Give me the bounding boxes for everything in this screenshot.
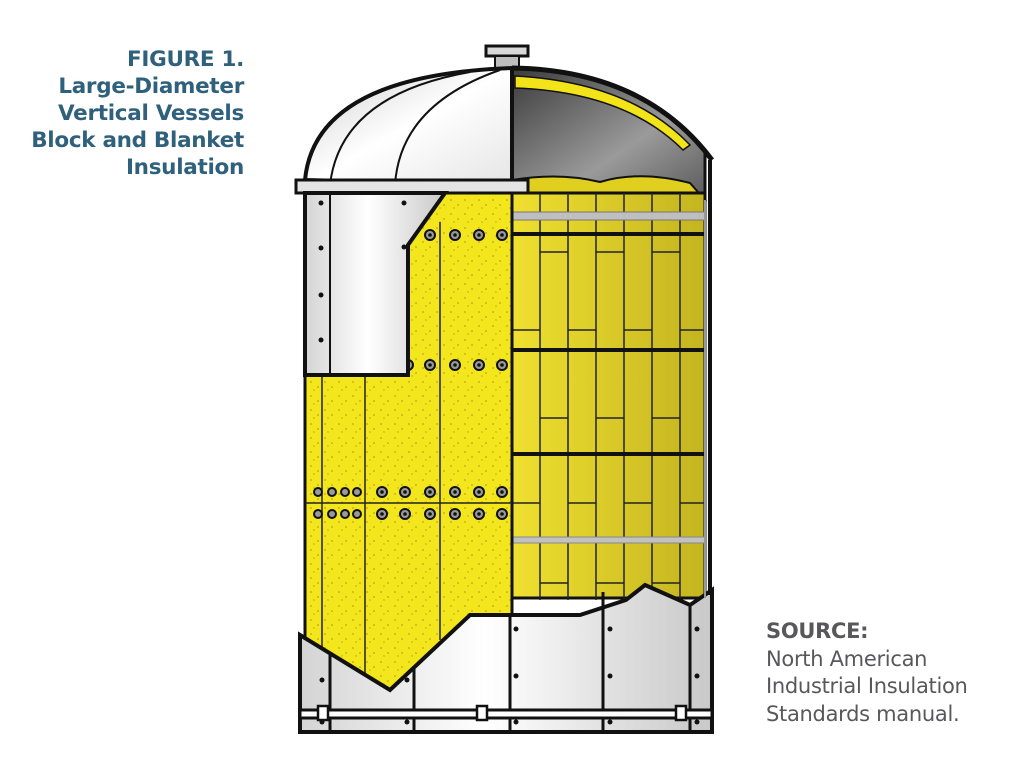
figure-title-line: Vertical Vessels — [58, 101, 244, 126]
figure-label: FIGURE 1. — [127, 47, 244, 72]
source-line: Standards manual. — [766, 701, 960, 726]
metal-jacket-upper — [303, 191, 449, 377]
source-line: Industrial Insulation — [766, 674, 968, 698]
support-band — [511, 536, 706, 544]
vessel-illustration — [290, 40, 730, 740]
figure-title-line: Block and Blanket — [31, 128, 244, 153]
figure-title-line: Insulation — [125, 155, 244, 180]
source-line: North American — [766, 646, 928, 671]
source-header: SOURCE: — [766, 619, 869, 643]
metal-jacket-lower — [298, 582, 714, 734]
nozzle — [484, 44, 530, 69]
bottom-band — [298, 708, 714, 720]
figure-caption: FIGURE 1. Large-Diameter Vertical Vessel… — [0, 46, 244, 181]
block-insulation — [510, 191, 707, 600]
source-note: SOURCE: North American Industrial Insula… — [766, 618, 968, 728]
figure-title-line: Large-Diameter — [58, 74, 244, 99]
